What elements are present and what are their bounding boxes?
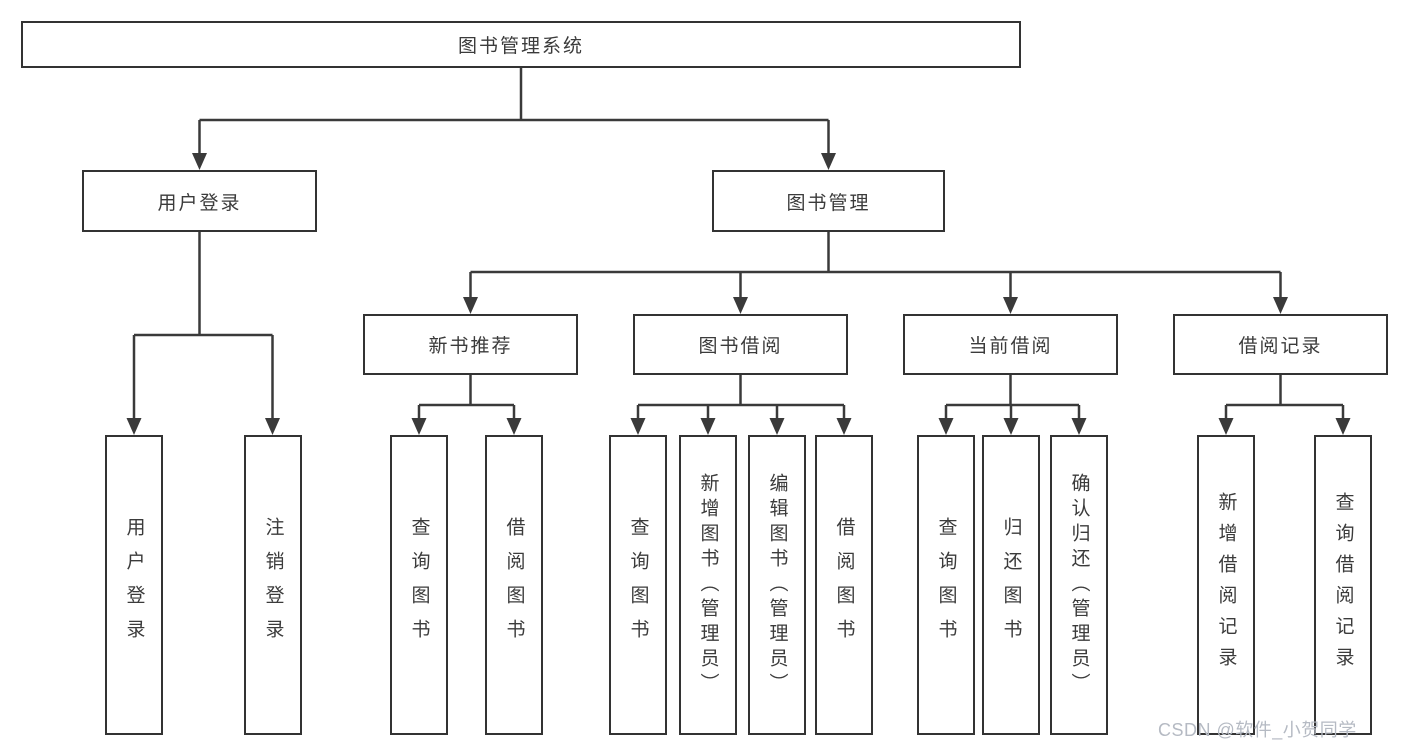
node-current-borrow: 当前借阅 bbox=[903, 314, 1118, 375]
leaf-current-query-books: 查询图书 bbox=[917, 435, 975, 735]
leaf-current-query-books-label: 查询图书 bbox=[935, 517, 957, 653]
node-root-system: 图书管理系统 bbox=[21, 21, 1021, 68]
leaf-logout-label: 注销登录 bbox=[262, 517, 284, 653]
leaf-current-return-books: 归还图书 bbox=[982, 435, 1040, 735]
node-borrow-records-label: 借阅记录 bbox=[1238, 336, 1323, 357]
leaf-newbook-query-books: 查询图书 bbox=[390, 435, 448, 735]
leaf-newbook-query-books-label: 查询图书 bbox=[408, 517, 430, 653]
csdn-watermark: CSDN @软件_小贺同学 bbox=[1158, 720, 1357, 740]
node-borrow-records: 借阅记录 bbox=[1173, 314, 1388, 375]
leaf-borrow-query-books-label: 查询图书 bbox=[627, 517, 649, 653]
node-book-management-label: 图书管理 bbox=[786, 192, 871, 214]
node-new-book-recommend-label: 新书推荐 bbox=[428, 336, 513, 357]
node-book-borrow-label: 图书借阅 bbox=[698, 336, 783, 357]
leaf-records-query-record-label: 查询借阅记录 bbox=[1332, 492, 1354, 678]
connector-borrow-to-leaves bbox=[630, 375, 852, 435]
leaf-current-confirm-return-admin: 确认归还（管理员） bbox=[1050, 435, 1108, 735]
node-user-login-label: 用户登录 bbox=[157, 192, 242, 214]
connector-book-to-level3 bbox=[463, 232, 1288, 314]
leaf-borrow-edit-books-admin: 编辑图书（管理员） bbox=[748, 435, 806, 735]
leaf-records-query-record: 查询借阅记录 bbox=[1314, 435, 1372, 735]
leaf-borrow-borrow-books-label: 借阅图书 bbox=[833, 517, 855, 653]
connector-current-to-leaves bbox=[938, 375, 1087, 435]
leaf-logout: 注销登录 bbox=[244, 435, 302, 735]
connector-root-to-level2 bbox=[192, 68, 836, 170]
node-new-book-recommend: 新书推荐 bbox=[363, 314, 578, 375]
leaf-records-add-record-label: 新增借阅记录 bbox=[1215, 492, 1237, 678]
node-root-label: 图书管理系统 bbox=[457, 36, 584, 57]
node-user-login: 用户登录 bbox=[82, 170, 317, 232]
leaf-newbook-borrow-books-label: 借阅图书 bbox=[503, 517, 525, 653]
node-current-borrow-label: 当前借阅 bbox=[968, 336, 1053, 357]
leaf-borrow-add-books-admin-label: 新增图书（管理员） bbox=[697, 472, 719, 698]
leaf-current-confirm-return-admin-label: 确认归还（管理员） bbox=[1068, 472, 1090, 698]
leaf-borrow-add-books-admin: 新增图书（管理员） bbox=[679, 435, 737, 735]
leaf-newbook-borrow-books: 借阅图书 bbox=[485, 435, 543, 735]
leaf-user-login-label: 用户登录 bbox=[123, 517, 145, 653]
leaf-records-add-record: 新增借阅记录 bbox=[1197, 435, 1255, 735]
connector-newbook-to-leaves bbox=[411, 375, 522, 435]
leaf-borrow-borrow-books: 借阅图书 bbox=[815, 435, 873, 735]
connector-records-to-leaves bbox=[1218, 375, 1351, 435]
leaf-user-login: 用户登录 bbox=[105, 435, 163, 735]
leaf-borrow-query-books: 查询图书 bbox=[609, 435, 667, 735]
leaf-current-return-books-label: 归还图书 bbox=[1000, 517, 1022, 653]
node-book-management: 图书管理 bbox=[712, 170, 945, 232]
node-book-borrow: 图书借阅 bbox=[633, 314, 848, 375]
connector-user-to-leaves bbox=[126, 232, 280, 435]
leaf-borrow-edit-books-admin-label: 编辑图书（管理员） bbox=[766, 472, 788, 698]
